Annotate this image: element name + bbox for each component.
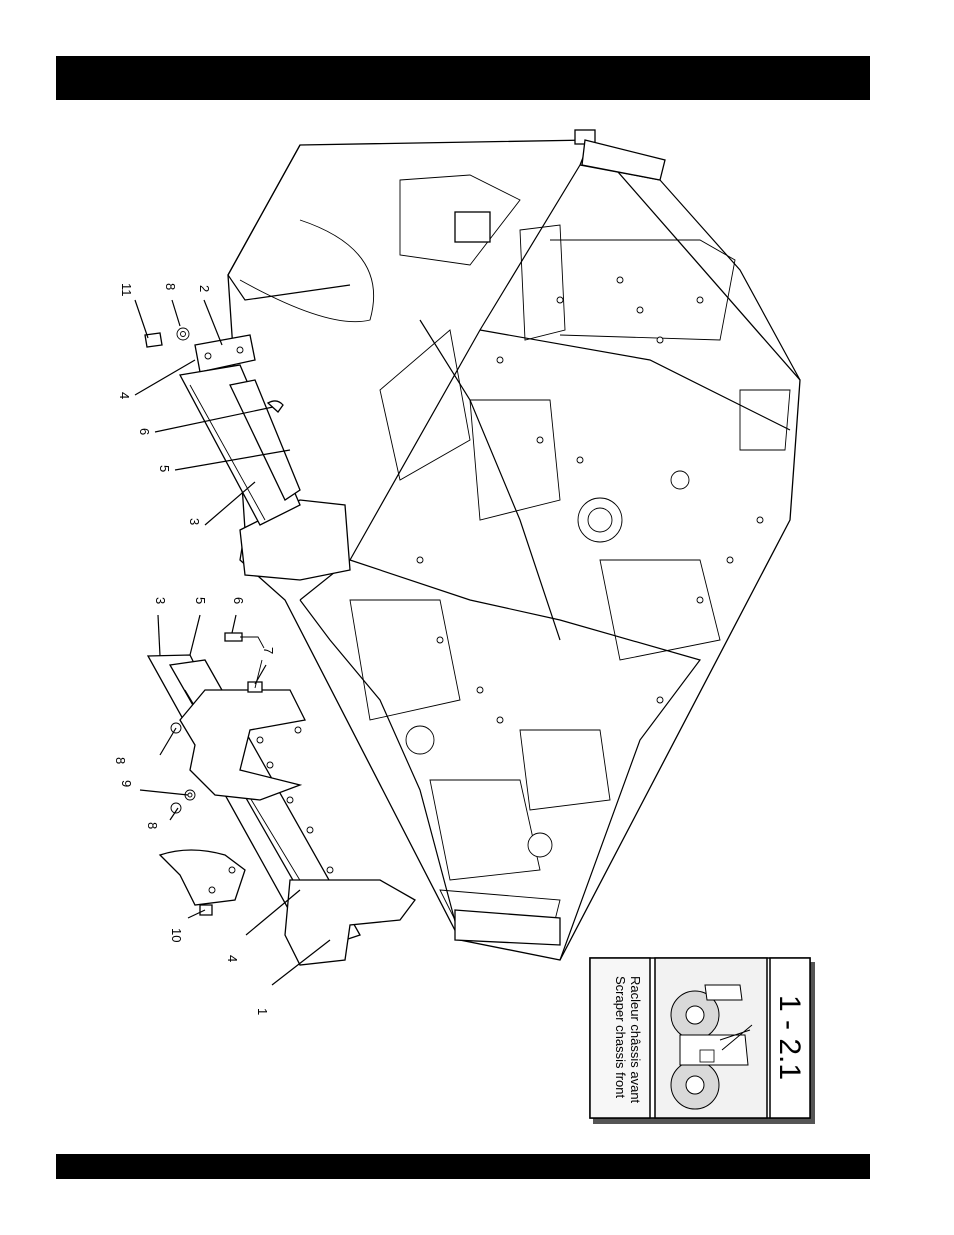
callout-4: 4 — [117, 392, 132, 399]
callout-9: 9 — [119, 780, 134, 787]
chassis-frame — [228, 130, 800, 960]
callout-5: 5 — [193, 597, 208, 604]
callout-1: 1 — [255, 1008, 270, 1015]
callout-8: 8 — [145, 822, 160, 829]
figure-title-en: Scraper chassis front — [613, 976, 628, 1098]
callout-6: 6 — [137, 428, 152, 435]
callout-10: 10 — [169, 928, 184, 942]
callout-4: 4 — [225, 955, 240, 962]
callout-7: 7 — [261, 647, 276, 654]
figure-legend-box: Scraper chassis front Racleur châssis av… — [590, 958, 815, 1124]
callout-2: 2 — [197, 285, 212, 292]
callout-3: 3 — [187, 518, 202, 525]
figure-number: 1 - 2.1 — [773, 995, 806, 1080]
figure-title-fr: Racleur châssis avant — [628, 976, 643, 1104]
callout-5: 5 — [157, 465, 172, 472]
callout-3: 3 — [153, 597, 168, 604]
callout-6: 6 — [231, 597, 246, 604]
callout-8: 8 — [113, 757, 128, 764]
callout-8: 8 — [163, 283, 178, 290]
callout-11: 11 — [119, 283, 134, 297]
